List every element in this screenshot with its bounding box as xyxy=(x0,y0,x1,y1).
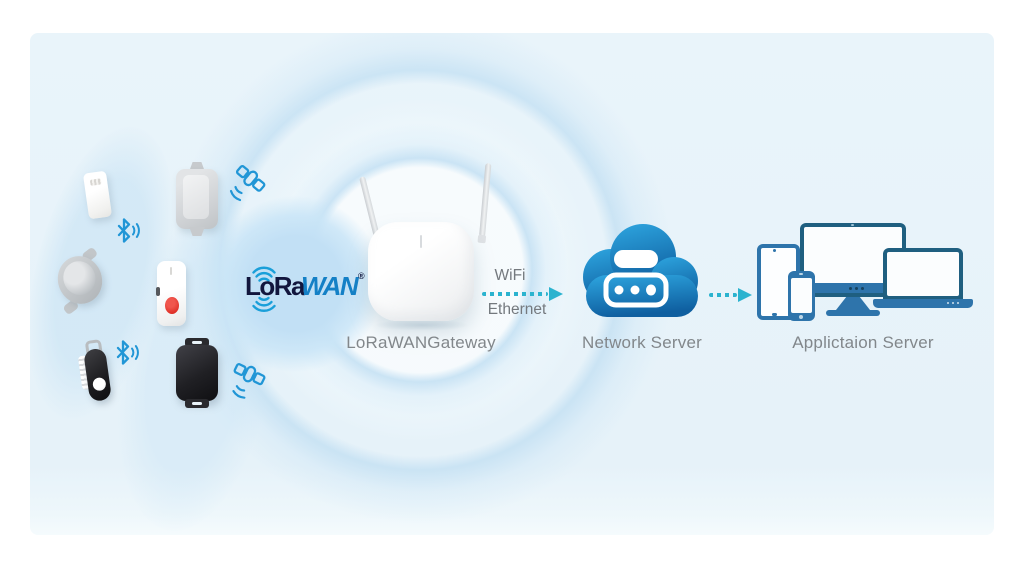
mount-tab xyxy=(185,399,209,408)
smartphone-icon xyxy=(788,271,815,321)
phone-screen xyxy=(791,278,812,313)
bluetooth-icon xyxy=(116,340,139,365)
tablet-home-dot xyxy=(772,313,777,316)
laptop-base xyxy=(873,299,973,308)
dotted-arrow-line xyxy=(709,293,737,297)
diagram-canvas: LoRa WAN ® LoRaWANGateway WiFi Ethernet xyxy=(30,33,994,535)
phone-speaker xyxy=(799,273,803,275)
monitor-camera-dot xyxy=(851,224,854,226)
bluetooth-icon xyxy=(117,218,140,243)
wifi-label: WiFi xyxy=(494,267,526,284)
dotted-arrow-line xyxy=(482,292,548,296)
mount-tab xyxy=(189,227,205,236)
lorawan-logo: LoRa WAN ® xyxy=(245,266,365,312)
phone-home-dot xyxy=(799,315,803,319)
monitor-stand xyxy=(836,297,870,310)
gateway-seam xyxy=(420,235,422,248)
logo-text-wan: WAN xyxy=(301,271,360,301)
arrow-head-icon xyxy=(549,287,563,301)
application-server-label: Applictaion Server xyxy=(792,333,934,352)
asset-tracker-device xyxy=(176,338,218,408)
led-slot xyxy=(170,267,172,275)
laptop-icon xyxy=(883,248,963,299)
network-server-label: Network Server xyxy=(582,333,702,352)
sensor-panel xyxy=(183,175,209,219)
ethernet-label: Ethernet xyxy=(487,301,547,318)
satellite-icon xyxy=(232,363,266,399)
laptop-screen xyxy=(887,252,959,296)
tablet-camera-dot xyxy=(773,249,776,252)
outdoor-sensor-device xyxy=(176,162,218,236)
lorawan-logo-backdrop xyxy=(207,196,383,372)
sos-button-device xyxy=(156,261,186,326)
gateway-shadow xyxy=(374,319,470,331)
server-icon xyxy=(603,250,669,308)
monitor-bottom-bar xyxy=(804,283,902,293)
network-server-cloud-icon xyxy=(583,224,698,317)
side-port xyxy=(156,287,160,296)
tracker-shell xyxy=(176,345,218,401)
fob-body xyxy=(83,347,113,403)
logo-registered-mark: ® xyxy=(358,271,365,281)
sensor-grille xyxy=(89,178,102,186)
emergency-button xyxy=(165,297,179,314)
mount-tab xyxy=(185,338,209,347)
gateway-label: LoRaWANGateway xyxy=(346,333,496,352)
monitor-stand-base xyxy=(826,310,880,316)
satellite-icon xyxy=(229,164,266,202)
lorawan-gateway-device xyxy=(368,222,474,321)
mount-tab xyxy=(189,162,205,171)
logo-text-lora: LoRa xyxy=(245,271,306,301)
arrow-head-icon xyxy=(738,288,752,302)
application-server-devices-icon xyxy=(757,223,994,333)
